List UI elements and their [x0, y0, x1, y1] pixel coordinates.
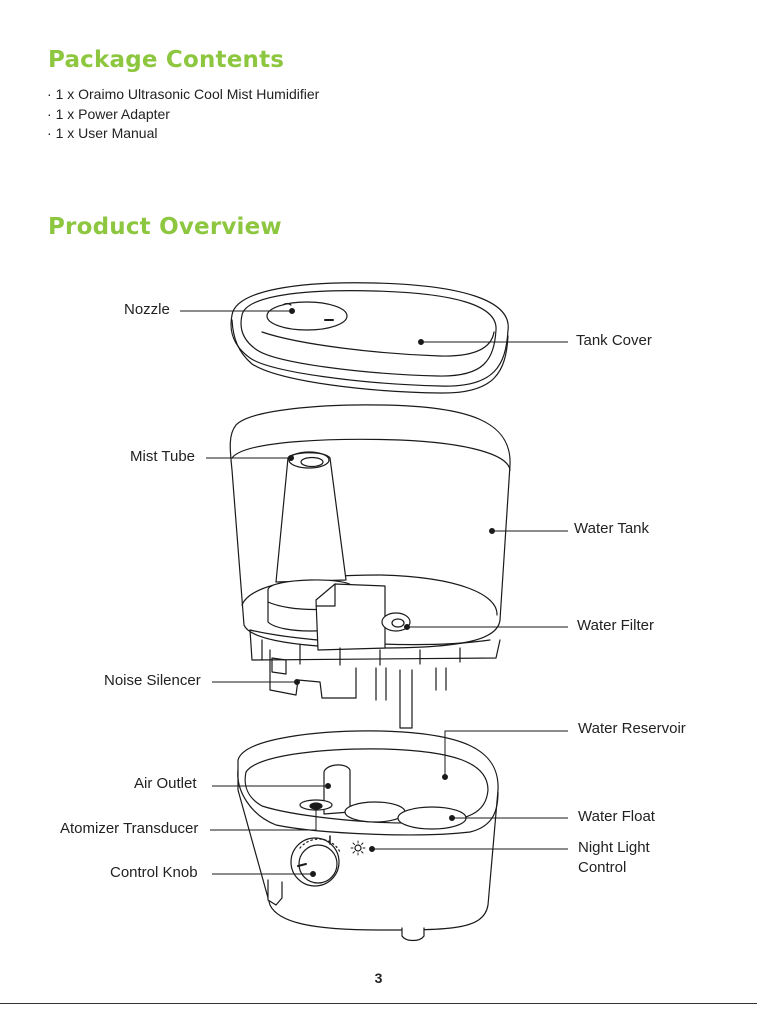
label-water-float: Water Float	[578, 807, 655, 827]
page-number: 3	[0, 970, 757, 986]
label-noise-silencer: Noise Silencer	[104, 671, 201, 691]
footer-rule	[0, 1003, 757, 1004]
tank-cover-drawing	[231, 283, 508, 393]
label-tank-cover: Tank Cover	[576, 331, 652, 351]
label-night-light-control: Night Light Control	[578, 838, 650, 878]
label-water-tank: Water Tank	[574, 519, 649, 539]
label-control-knob: Control Knob	[110, 863, 198, 883]
label-air-outlet: Air Outlet	[134, 774, 197, 794]
label-water-filter: Water Filter	[577, 616, 654, 636]
label-night-light-line2: Control	[578, 858, 650, 878]
water-tank-drawing	[230, 405, 510, 728]
label-atomizer-transducer: Atomizer Transducer	[60, 819, 198, 839]
water-base-drawing	[238, 731, 498, 941]
label-nozzle: Nozzle	[124, 300, 170, 320]
label-night-light-line1: Night Light	[578, 838, 650, 858]
label-mist-tube: Mist Tube	[130, 447, 195, 467]
label-water-reservoir: Water Reservoir	[578, 719, 686, 739]
